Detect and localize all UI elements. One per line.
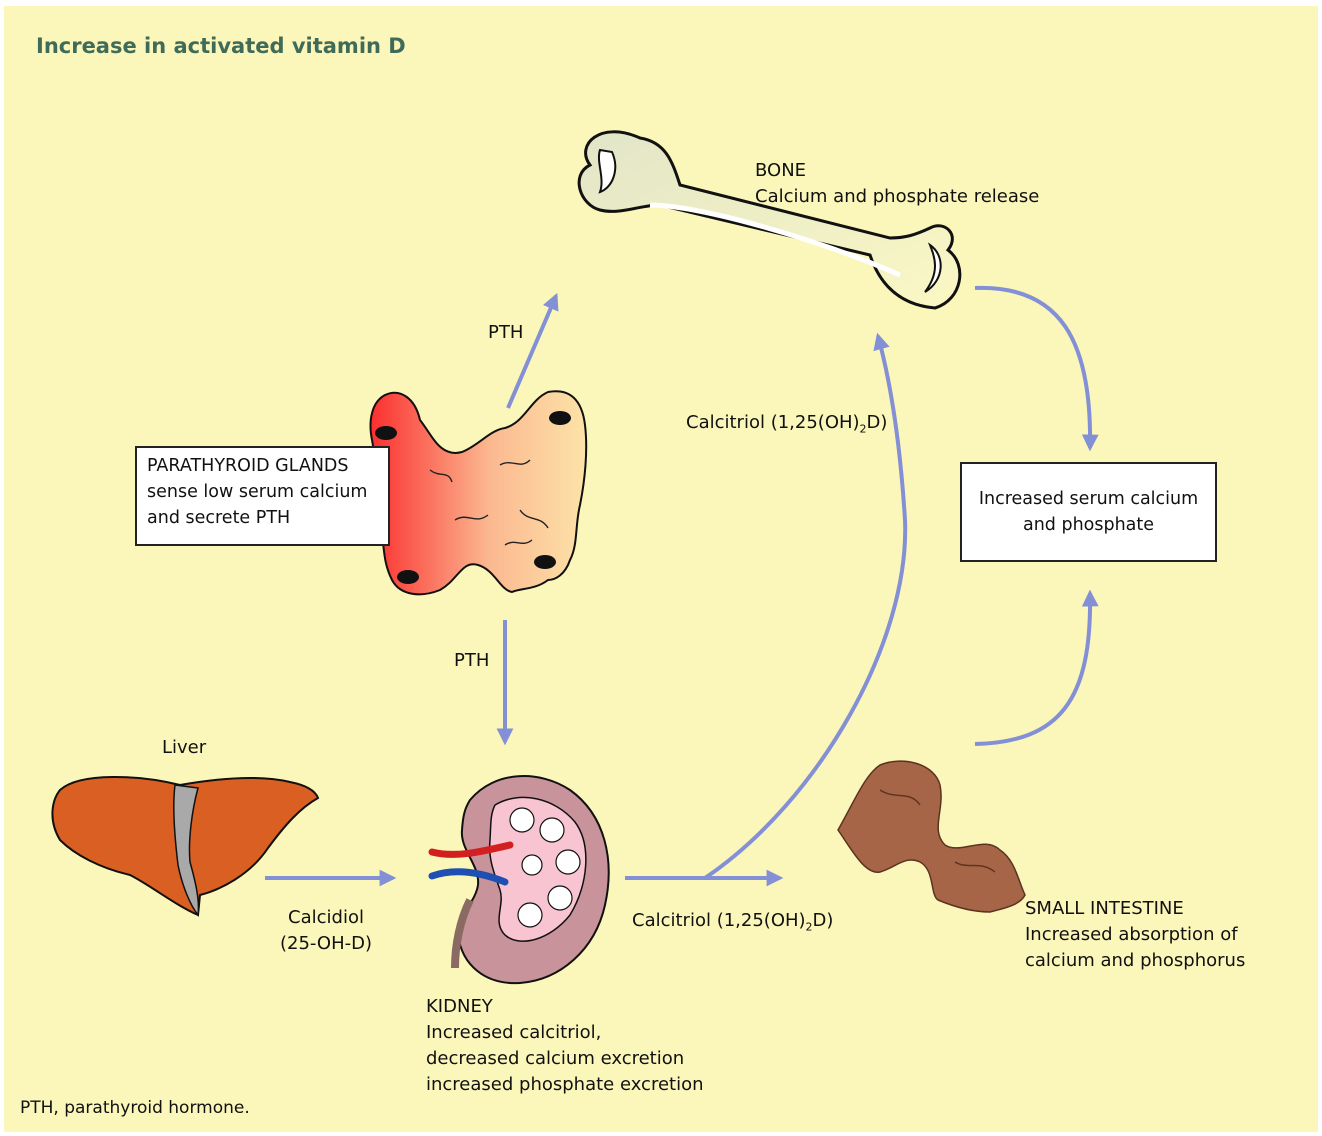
arrows: [265, 288, 1090, 878]
calcitriol-upper-text: Calcitriol (1,25(OH): [686, 412, 860, 433]
calcidiol-label: Calcidiol (25-OH-D): [280, 905, 372, 957]
calcitriol-upper-sub: 2: [860, 423, 867, 436]
intestine-line-2: Increased absorption of: [1025, 922, 1245, 948]
serum-box: Increased serum calcium and phosphate: [960, 462, 1217, 562]
bone-desc: Calcium and phosphate release: [755, 184, 1039, 210]
liver-illustration: [52, 777, 318, 915]
bone-label: BONE Calcium and phosphate release: [755, 158, 1039, 210]
parathyroid-line-1: PARATHYROID GLANDS: [147, 453, 378, 479]
parathyroid-illustration: [371, 391, 587, 594]
kidney-illustration: [432, 776, 609, 983]
parathyroid-line-2: sense low serum calcium: [147, 479, 378, 505]
kidney-label: KIDNEY Increased calcitriol, decreased c…: [426, 994, 704, 1098]
calcitriol-label-upper: Calcitriol (1,25(OH)2D): [686, 410, 887, 443]
pth-label-down: PTH: [454, 648, 489, 674]
serum-line-1: Increased serum calcium: [962, 486, 1215, 512]
calcitriol-lower-post: D): [813, 910, 834, 931]
intestine-line-1: SMALL INTESTINE: [1025, 896, 1245, 922]
calcitriol-upper-post: D): [867, 412, 888, 433]
calcitriol-label-lower: Calcitriol (1,25(OH)2D): [632, 908, 833, 941]
intestine-label: SMALL INTESTINE Increased absorption of …: [1025, 896, 1245, 974]
pth-label-up: PTH: [488, 320, 523, 346]
calcitriol-lower-sub: 2: [806, 921, 813, 934]
kidney-line-2: Increased calcitriol,: [426, 1020, 704, 1046]
bone-name: BONE: [755, 158, 1039, 184]
kidney-line-4: increased phosphate excretion: [426, 1072, 704, 1098]
intestine-line-3: calcium and phosphorus: [1025, 948, 1245, 974]
calcidiol-line-2: (25-OH-D): [280, 931, 372, 957]
arrow-intestine-to-serum: [975, 593, 1090, 744]
intestine-illustration: [838, 761, 1025, 912]
parathyroid-line-3: and secrete PTH: [147, 505, 378, 531]
footnote: PTH, parathyroid hormone.: [20, 1098, 250, 1118]
serum-line-2: and phosphate: [962, 512, 1215, 538]
kidney-line-3: decreased calcium excretion: [426, 1046, 704, 1072]
calcitriol-lower-text: Calcitriol (1,25(OH): [632, 910, 806, 931]
liver-label: Liver: [162, 735, 206, 761]
arrow-bone-to-serum: [975, 288, 1090, 448]
kidney-line-1: KIDNEY: [426, 994, 704, 1020]
parathyroid-box: PARATHYROID GLANDS sense low serum calci…: [135, 446, 390, 546]
calcidiol-line-1: Calcidiol: [280, 905, 372, 931]
